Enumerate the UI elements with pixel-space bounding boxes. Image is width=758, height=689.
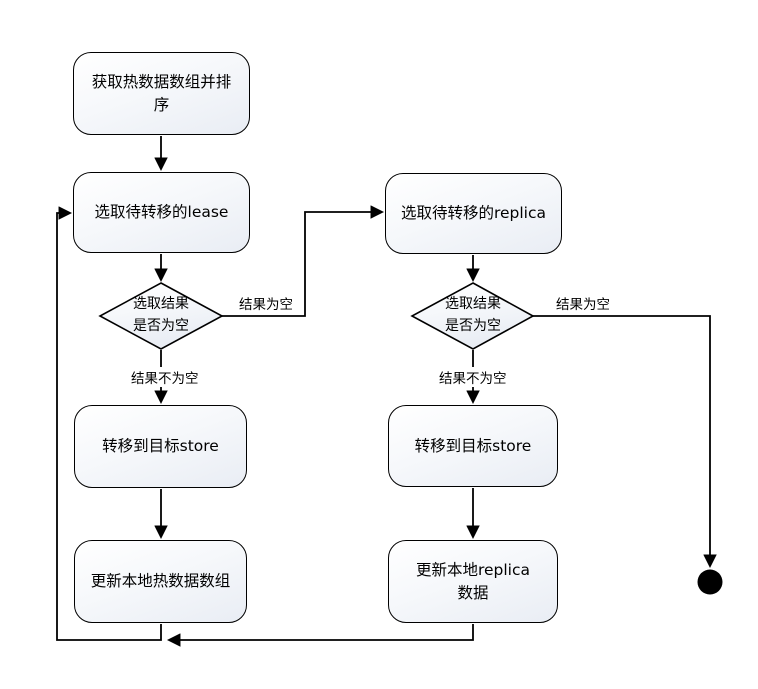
edge-replica-check-empty-to-end bbox=[533, 315, 717, 569]
node-get-hot-data: 获取热数据数组并排 序 bbox=[73, 52, 250, 135]
edge-update-replica-to-loop-junction bbox=[166, 624, 474, 647]
node-select-replica: 选取待转移的replica bbox=[385, 173, 562, 254]
edge-label-replica-result-empty: 结果为空 bbox=[553, 293, 613, 313]
node-transfer-lease-to-store: 转移到目标store bbox=[74, 405, 247, 488]
node-select-lease: 选取待转移的lease bbox=[73, 172, 250, 253]
edge-update-hot-loop-to-select-lease bbox=[56, 206, 162, 641]
edge-label-replica-result-not-empty: 结果不为空 bbox=[436, 367, 510, 387]
edge-lease-check-empty-to-select-replica bbox=[222, 205, 385, 317]
edge-label-lease-result-not-empty: 结果不为空 bbox=[128, 367, 202, 387]
decision-lease-check bbox=[98, 282, 224, 350]
node-update-hot-array: 更新本地热数据数组 bbox=[74, 540, 247, 623]
node-transfer-replica-to-store: 转移到目标store bbox=[388, 405, 558, 487]
decision-replica-check bbox=[410, 282, 535, 350]
node-update-replica-data: 更新本地replica 数据 bbox=[388, 540, 558, 623]
end-node bbox=[697, 569, 723, 595]
edge-label-lease-result-empty: 结果为空 bbox=[236, 293, 296, 313]
